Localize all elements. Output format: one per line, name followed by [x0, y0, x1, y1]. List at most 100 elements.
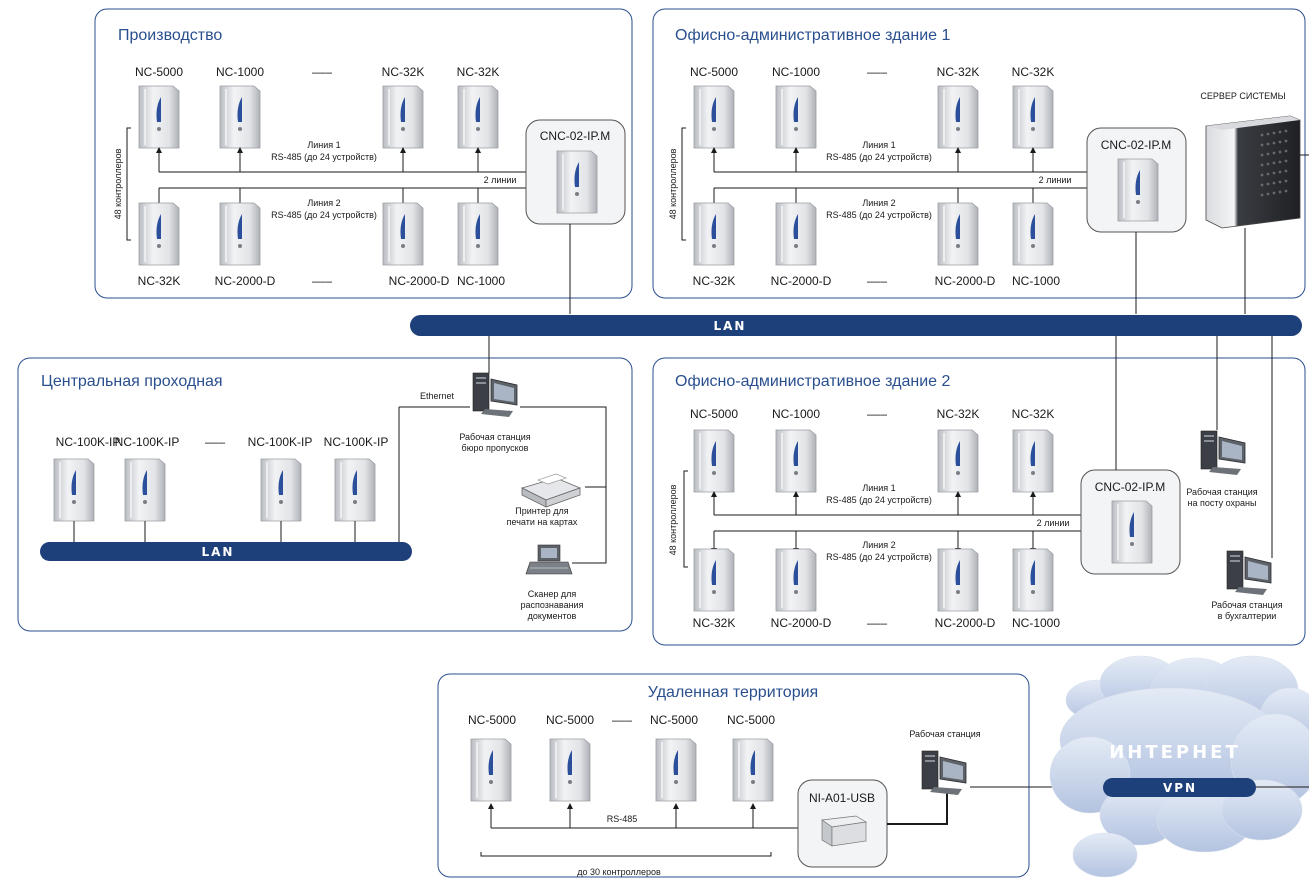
- cnc-device-icon: [1111, 500, 1153, 564]
- production-group: NC-5000 NC-1000 ––– NC-32K NC-32K Линия …: [113, 65, 626, 314]
- controller-icon: [138, 85, 180, 149]
- controller-label: NC-5000: [135, 65, 183, 79]
- controller-icon: [1012, 548, 1054, 612]
- controller-icon: [693, 548, 735, 612]
- ws-accounting-label: в бухгалтерии: [1218, 611, 1277, 621]
- internet-label: ИНТЕРНЕТ: [1109, 742, 1241, 763]
- controller-icon: [937, 202, 979, 266]
- controller-icon: [693, 429, 735, 493]
- controller-label: NC-1000: [772, 65, 820, 79]
- zone-title-office2: Офисно-административное здание 2: [675, 373, 951, 390]
- controller-label: NC-5000: [727, 713, 775, 727]
- controller-label: NC-32K: [382, 65, 425, 79]
- printer-icon: [520, 473, 582, 508]
- controller-label: NC-1000: [216, 65, 264, 79]
- controller-label: NC-1000: [457, 274, 505, 288]
- rs485-label: RS-485 (до 24 устройств): [826, 210, 932, 220]
- count-48-label: 48 контроллеров: [668, 484, 678, 555]
- zone-title-remote: Удаленная территория: [648, 684, 818, 701]
- controller-icon: [260, 458, 302, 522]
- controller-label: NC-2000-D: [389, 274, 450, 288]
- dash-separator: –––: [867, 616, 887, 630]
- controller-icon: [1012, 202, 1054, 266]
- controller-label: NC-32K: [457, 65, 500, 79]
- scanner-icon: [525, 544, 573, 575]
- cnc-label: CNC-02-IP.M: [1101, 138, 1171, 152]
- controller-icon: [775, 202, 817, 266]
- ws-remote-label: Рабочая станция: [909, 729, 980, 739]
- controller-icon: [382, 202, 424, 266]
- lan-label: LAN: [714, 319, 747, 333]
- controller-label: NC-5000: [546, 713, 594, 727]
- controller-label: NC-1000: [772, 407, 820, 421]
- dash-separator: –––: [867, 274, 887, 288]
- lan-backbone: LAN: [410, 315, 1302, 336]
- controller-label: NC-2000-D: [935, 616, 996, 630]
- controller-icon: [53, 458, 95, 522]
- scanner-label: распознавания: [521, 600, 584, 610]
- converter-device-icon: [821, 815, 868, 847]
- controller-label: NC-100K-IP: [56, 435, 121, 449]
- controller-label: NC-5000: [650, 713, 698, 727]
- controller-icon: [775, 429, 817, 493]
- ws-badge-label: бюро пропусков: [462, 443, 529, 453]
- controller-label: NC-32K: [693, 616, 736, 630]
- line1-label: Линия 1: [862, 140, 895, 150]
- controller-label: NC-100K-IP: [248, 435, 313, 449]
- lan-label: LAN: [202, 545, 235, 559]
- zone-title-central: Центральная проходная: [41, 373, 223, 390]
- controller-icon: [937, 548, 979, 612]
- ws-badge-label: Рабочая станция: [459, 432, 530, 442]
- controller-icon: [219, 85, 261, 149]
- printer-label: Принтер для: [515, 506, 569, 516]
- two-lines-label: 2 линии: [1039, 175, 1072, 185]
- zone-central: [17, 357, 633, 632]
- dash-separator: –––: [867, 65, 887, 79]
- rs485-label: RS-485: [607, 814, 638, 824]
- converter-label: NI-A01-USB: [809, 791, 875, 805]
- controller-icon: [138, 202, 180, 266]
- dash-separator: –––: [205, 435, 225, 449]
- line2-label: Линия 2: [862, 540, 895, 550]
- rs485-label: RS-485 (до 24 устройств): [271, 210, 377, 220]
- controller-icon: [693, 202, 735, 266]
- two-lines-label: 2 линии: [484, 175, 517, 185]
- office2-group: NC-5000 NC-1000 ––– NC-32K NC-32K Линия …: [668, 336, 1283, 630]
- controller-label: NC-5000: [690, 65, 738, 79]
- server-label: СЕРВЕР СИСТЕМЫ: [1200, 91, 1285, 101]
- two-lines-label: 2 линии: [1037, 518, 1070, 528]
- internet-cloud: ИНТЕРНЕТ VPN: [1049, 655, 1309, 878]
- controller-label: NC-2000-D: [771, 616, 832, 630]
- controller-icon: [334, 458, 376, 522]
- controller-label: NC-2000-D: [215, 274, 276, 288]
- vpn-label: VPN: [1163, 781, 1197, 795]
- controller-label: NC-2000-D: [935, 274, 996, 288]
- ws-guard-label: Рабочая станция: [1186, 487, 1257, 497]
- upto30-label: до 30 контроллеров: [577, 867, 661, 877]
- local-lan-bar: [40, 542, 412, 561]
- dash-separator: –––: [867, 407, 887, 421]
- controller-label: NC-32K: [138, 274, 181, 288]
- controller-icon: [549, 738, 591, 802]
- controller-icon: [732, 738, 774, 802]
- line1-label: Линия 1: [862, 483, 895, 493]
- controller-icon: [470, 738, 512, 802]
- controller-icon: [937, 85, 979, 149]
- ws-accounting-label: Рабочая станция: [1211, 600, 1282, 610]
- controller-icon: [775, 548, 817, 612]
- controller-label: NC-32K: [937, 407, 980, 421]
- rs485-label: RS-485 (до 24 устройств): [826, 552, 932, 562]
- rs485-label: RS-485 (до 24 устройств): [826, 152, 932, 162]
- controller-label: NC-5000: [690, 407, 738, 421]
- controller-label: NC-32K: [1012, 407, 1055, 421]
- server-icon: [1205, 115, 1301, 229]
- controller-label: NC-2000-D: [771, 274, 832, 288]
- controller-label: NC-100K-IP: [115, 435, 180, 449]
- count-48-label: 48 контроллеров: [668, 148, 678, 219]
- controller-label: NC-5000: [468, 713, 516, 727]
- line2-label: Линия 2: [862, 198, 895, 208]
- controller-icon: [124, 458, 166, 522]
- controller-icon: [775, 85, 817, 149]
- count-48-label: 48 контроллеров: [113, 148, 123, 219]
- controller-icon: [937, 429, 979, 493]
